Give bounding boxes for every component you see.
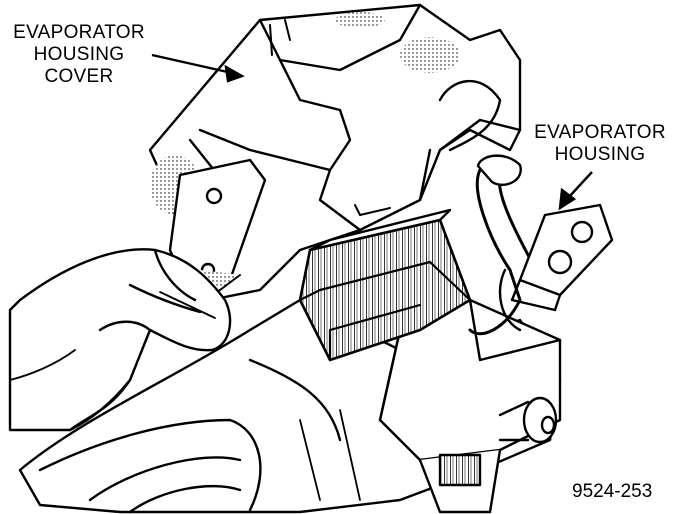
evaporator-housing-cover-label: EVAPORATOR HOUSING COVER	[4, 22, 154, 88]
cover-label-line-3: COVER	[44, 66, 114, 87]
housing-label-line-1: EVAPORATOR	[534, 122, 666, 143]
evaporator-core	[298, 208, 472, 362]
evaporator-tubes	[468, 154, 614, 336]
housing-label-line-2: HOUSING	[554, 144, 646, 165]
technician-hand	[8, 248, 232, 432]
arrow-icon	[151, 53, 593, 211]
cover-label-line-1: EVAPORATOR	[13, 22, 145, 43]
drain-knob	[498, 396, 558, 444]
figure-number: 9524-253	[572, 481, 653, 502]
cover-label-line-2: HOUSING	[33, 44, 125, 65]
evaporator-housing-label: EVAPORATOR HOUSING	[526, 122, 674, 166]
